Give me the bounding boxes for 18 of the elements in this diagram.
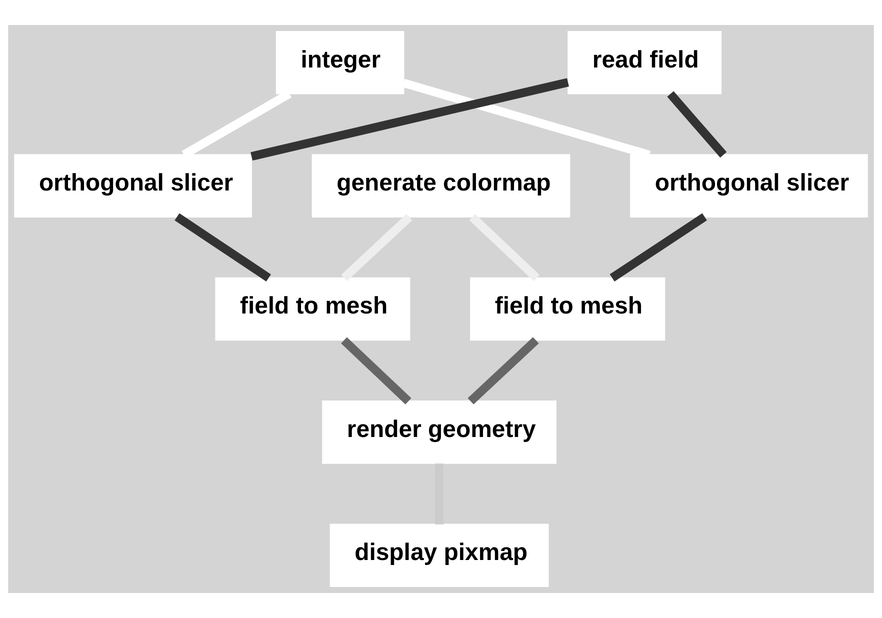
node-box: display pixmap — [330, 524, 549, 587]
node-box: field to mesh — [215, 277, 410, 341]
node-box: orthogonal slicer — [14, 154, 252, 218]
connector — [341, 214, 412, 282]
connector — [174, 213, 271, 282]
connector — [469, 214, 540, 282]
connector — [468, 337, 539, 404]
node-box: field to mesh — [470, 277, 666, 341]
node-box: render geometry — [322, 400, 556, 464]
connector — [435, 464, 444, 524]
connector — [250, 78, 569, 161]
connector — [667, 91, 727, 158]
node-box: generate colormap — [312, 154, 570, 218]
node-box: orthogonal slicer — [630, 154, 868, 218]
node-box: read field — [568, 31, 722, 94]
connector — [610, 213, 707, 282]
node-box: integer — [276, 31, 404, 94]
connector — [341, 337, 412, 404]
